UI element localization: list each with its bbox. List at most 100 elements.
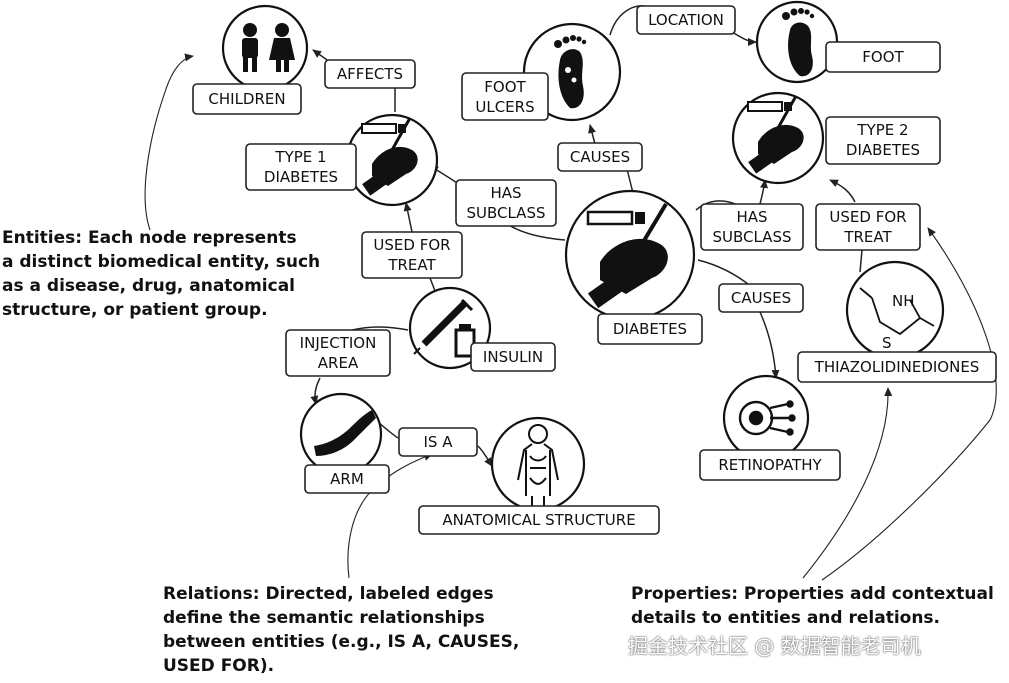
edge-subclass2-tail bbox=[695, 200, 736, 211]
edge-usedfor-tzd-tail bbox=[859, 249, 863, 273]
thiazolidinedione-molecule-icon: NH S bbox=[859, 287, 935, 352]
properties-annotation: Properties: Properties add contextual de… bbox=[631, 582, 994, 630]
edge-labels: AFFECTS LOCATION CAUSES HAS SUBCLASS HAS… bbox=[285, 5, 921, 457]
type1-label-line2: DIABETES bbox=[264, 168, 338, 186]
properties-pointer-1 bbox=[802, 387, 893, 579]
diabetes-node[interactable] bbox=[564, 189, 696, 321]
glucose-test-icon bbox=[586, 202, 668, 309]
has-subclass-2-box bbox=[700, 203, 804, 251]
properties-pointer-2 bbox=[821, 227, 997, 581]
properties-annotation-line: details to entities and relations. bbox=[631, 608, 941, 628]
edge-usedfor-insulin-head bbox=[403, 202, 413, 233]
insulin-label: INSULIN bbox=[483, 348, 543, 366]
anatomical-structure-node[interactable] bbox=[490, 416, 586, 512]
used-for-treat-tzd-line2: TREAT bbox=[843, 228, 892, 246]
insulin-label-box bbox=[470, 342, 556, 372]
thiazolidinediones-label: THIAZOLIDINEDIONES bbox=[814, 358, 980, 376]
anatomical-structure-label-box bbox=[418, 505, 660, 535]
relations-annotation-line: USED FOR). bbox=[163, 656, 275, 676]
glucose-test-icon bbox=[361, 117, 418, 196]
is-a-label: IS A bbox=[424, 433, 454, 451]
type2-label-line1: TYPE 2 bbox=[856, 121, 908, 139]
has-subclass-2-line2: SUBCLASS bbox=[712, 228, 791, 246]
arm-icon bbox=[314, 410, 376, 456]
relations-annotation-line: between entities (e.g., IS A, CAUSES, bbox=[163, 632, 520, 652]
has-subclass-1-line1: HAS bbox=[490, 184, 521, 202]
used-for-treat-insulin-line2: TREAT bbox=[387, 256, 436, 274]
causes-retinopathy-label: CAUSES bbox=[731, 289, 791, 307]
type2-label-box bbox=[825, 116, 941, 165]
children-icon bbox=[242, 23, 295, 72]
relations-annotation: Relations: Directed, labeled edges defin… bbox=[163, 582, 519, 678]
node-labels: CHILDREN TYPE 1 DIABETES FOOT ULCERS FOO… bbox=[192, 41, 997, 535]
foot-ulcers-label-box bbox=[461, 72, 549, 121]
has-subclass-1-line2: SUBCLASS bbox=[466, 204, 545, 222]
used-for-treat-insulin-box bbox=[361, 231, 463, 279]
type2-diabetes-node[interactable] bbox=[731, 91, 825, 185]
arm-label: ARM bbox=[330, 470, 364, 488]
type1-diabetes-node[interactable] bbox=[345, 113, 439, 207]
watermark: 掘金技术社区 @ 数据智能老司机 bbox=[628, 634, 921, 658]
edge-causes-ulcers-head bbox=[588, 124, 596, 145]
glucose-test-icon bbox=[747, 95, 804, 174]
entities-annotation-line: Entities: Each node represents bbox=[2, 228, 297, 248]
type2-label-line2: DIABETES bbox=[846, 141, 920, 159]
edge-isa-head bbox=[477, 445, 493, 467]
entities-annotation: Entities: Each node represents a distinc… bbox=[2, 226, 320, 322]
location-label: LOCATION bbox=[648, 11, 724, 29]
used-for-treat-tzd-box bbox=[815, 203, 921, 251]
syringe-vial-icon bbox=[413, 298, 476, 358]
edge-causes-retino-head bbox=[759, 311, 780, 379]
entities-pointer bbox=[144, 53, 194, 231]
has-subclass-2-line1: HAS bbox=[736, 208, 767, 226]
causes-ulcers-label: CAUSES bbox=[570, 148, 630, 166]
edge-location-head bbox=[731, 31, 757, 46]
foot-ulcers-label-line1: FOOT bbox=[484, 78, 526, 96]
entities-annotation-line: as a disease, drug, anatomical bbox=[2, 276, 296, 296]
injection-area-line2: AREA bbox=[318, 354, 359, 372]
children-node[interactable] bbox=[221, 4, 309, 92]
retinopathy-label: RETINOPATHY bbox=[718, 456, 822, 474]
molecule-s-label: S bbox=[882, 334, 892, 352]
molecule-nh-label: NH bbox=[892, 292, 915, 310]
used-for-treat-tzd-line1: USED FOR bbox=[829, 208, 906, 226]
arm-node[interactable] bbox=[299, 392, 383, 476]
retinopathy-node[interactable] bbox=[722, 374, 810, 462]
edge-usedfor-tzd-head bbox=[829, 179, 856, 203]
type1-label-box bbox=[245, 143, 357, 191]
entities-annotation-line: structure, or patient group. bbox=[2, 300, 268, 320]
foot-node[interactable] bbox=[755, 0, 839, 84]
causes-retinopathy-box bbox=[718, 283, 804, 313]
arm-label-box bbox=[304, 464, 390, 494]
foot-icon bbox=[782, 8, 815, 77]
foot-label: FOOT bbox=[862, 48, 904, 66]
children-label-box bbox=[192, 83, 302, 115]
type1-label-line1: TYPE 1 bbox=[274, 148, 326, 166]
edge-injection-tail bbox=[351, 326, 409, 331]
edge-causes-ulcers-tail bbox=[626, 168, 634, 194]
children-label: CHILDREN bbox=[208, 90, 285, 108]
has-subclass-1-box bbox=[455, 179, 557, 227]
injection-area-line1: INJECTION bbox=[300, 334, 377, 352]
edge-subclass2-head bbox=[759, 179, 768, 205]
thiazolidinediones-label-box bbox=[797, 351, 997, 383]
foot-ulcers-label-line2: ULCERS bbox=[475, 98, 534, 116]
insulin-node[interactable] bbox=[408, 286, 492, 370]
causes-ulcers-box bbox=[557, 142, 643, 172]
entities-annotation-line: a distinct biomedical entity, such bbox=[2, 252, 321, 272]
relations-annotation-line: Relations: Directed, labeled edges bbox=[163, 584, 494, 604]
foot-ulcer-icon bbox=[554, 35, 587, 109]
anatomical-structure-label: ANATOMICAL STRUCTURE bbox=[442, 511, 635, 529]
is-a-box bbox=[398, 427, 478, 457]
diabetes-label: DIABETES bbox=[613, 320, 687, 338]
properties-annotation-line: Properties: Properties add contextual bbox=[631, 584, 994, 604]
thiazolidinediones-node[interactable]: NH S bbox=[845, 260, 945, 360]
retinopathy-label-box bbox=[699, 449, 841, 481]
affects-label: AFFECTS bbox=[337, 65, 403, 83]
relations-annotation-line: define the semantic relationships bbox=[163, 608, 485, 628]
injection-area-box bbox=[285, 329, 391, 377]
location-box bbox=[636, 5, 736, 35]
affects-box bbox=[324, 59, 416, 89]
used-for-treat-insulin-line1: USED FOR bbox=[373, 236, 450, 254]
